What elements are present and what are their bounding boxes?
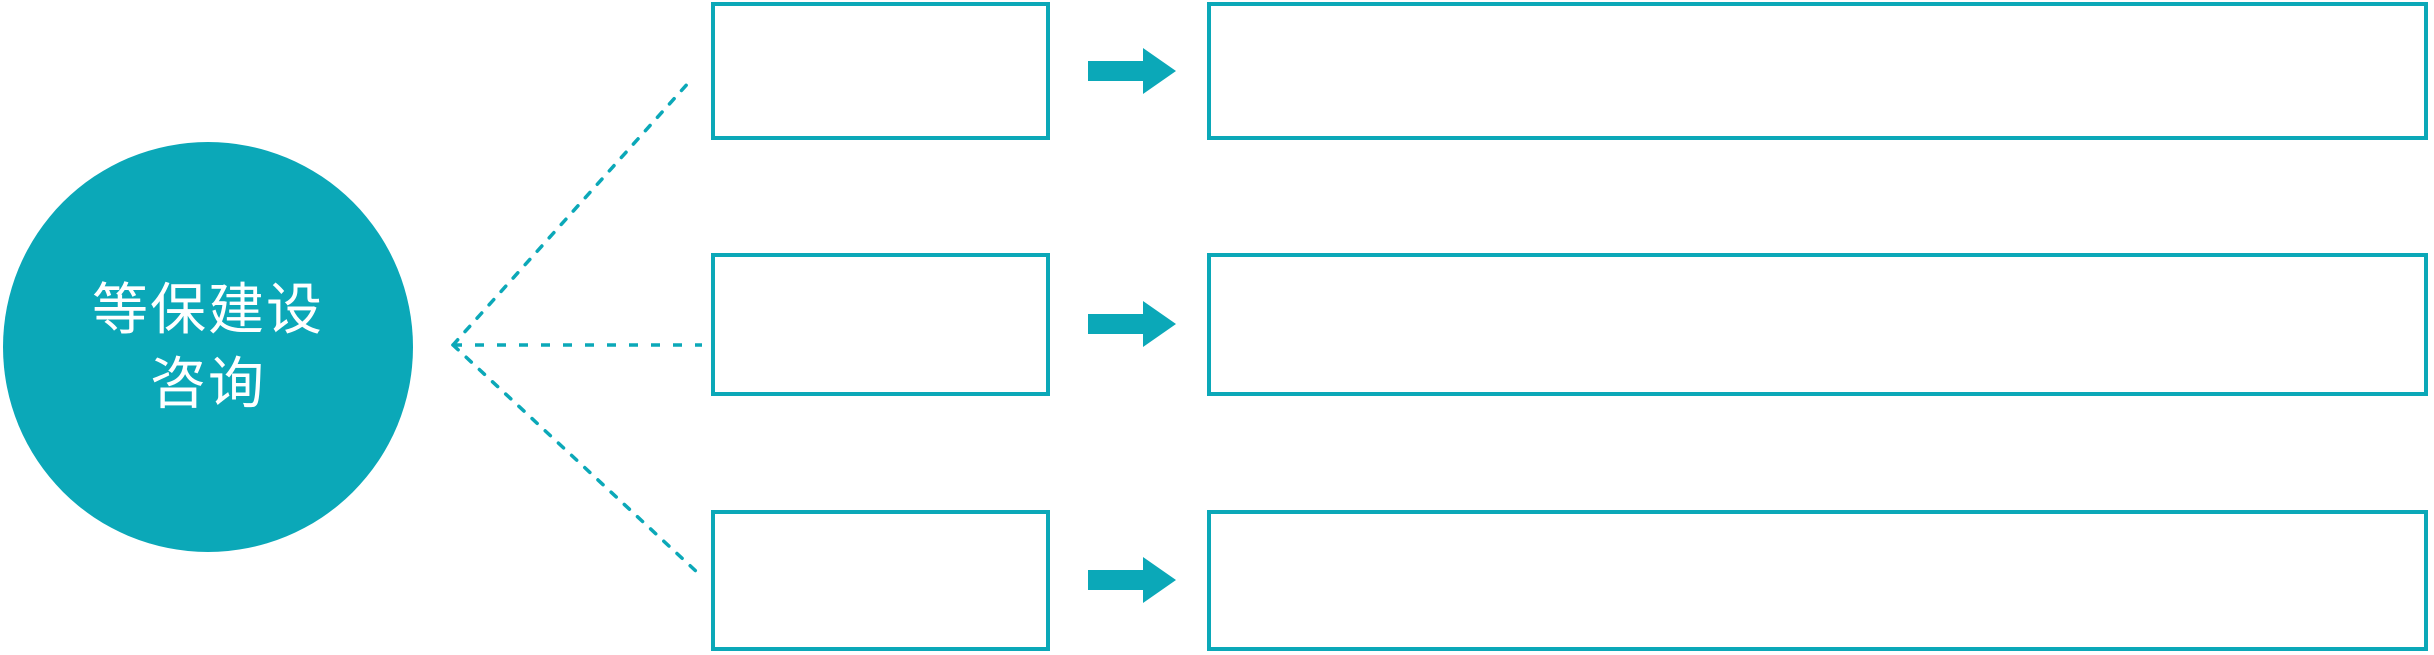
- stage-box-1[interactable]: [711, 2, 1050, 140]
- hub-title-line-2: 咨询: [150, 352, 266, 415]
- connector-line-top: [451, 79, 692, 347]
- stage-box-3[interactable]: [711, 510, 1050, 651]
- hub-title-line-1: 等保建设: [92, 278, 324, 342]
- detail-box-2[interactable]: [1207, 253, 2428, 396]
- arrow-right-icon: [1088, 301, 1176, 347]
- hub-circle[interactable]: 等保建设 咨询: [3, 142, 413, 552]
- stage-box-2[interactable]: [711, 253, 1050, 396]
- detail-box-1[interactable]: [1207, 2, 2428, 140]
- connector-line-bottom: [451, 343, 701, 576]
- detail-box-3[interactable]: [1207, 510, 2428, 651]
- arrow-right-icon: [1088, 557, 1176, 603]
- arrow-right-icon: [1088, 48, 1176, 94]
